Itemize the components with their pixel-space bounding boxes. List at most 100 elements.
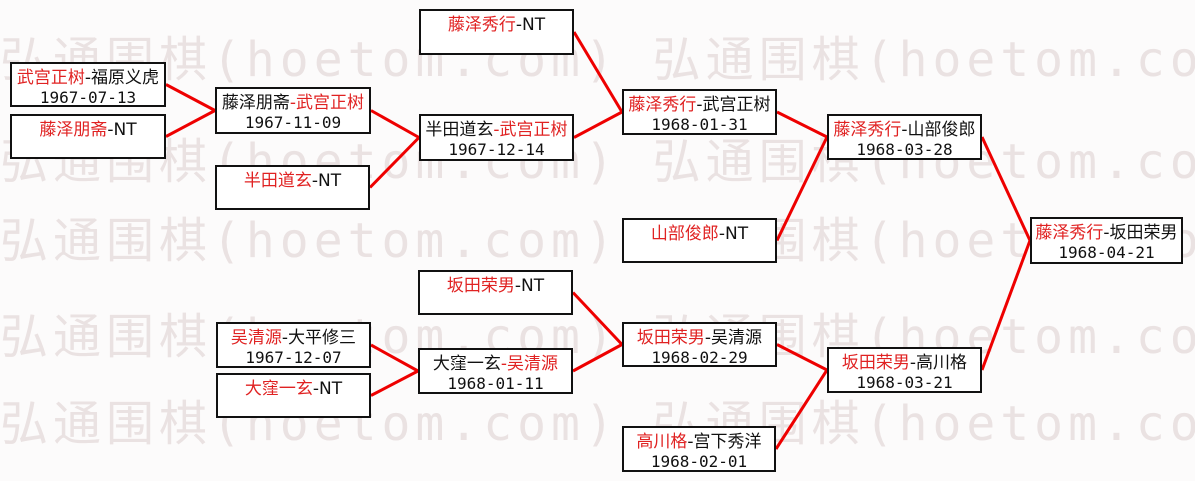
match-players: 藤泽朋斋-武宫正树	[217, 93, 369, 113]
watermark-text: 弘通围棋(hoetom.com) 弘通围棋(hoetom.com)	[0, 134, 1195, 190]
connector-line	[776, 110, 828, 139]
player-name: -福原义虎	[84, 68, 160, 88]
winner-name: -武宫正树	[289, 93, 365, 113]
watermark-text: 弘通围棋(hoetom.com) 弘通围棋(hoetom.com)	[0, 396, 1195, 452]
winner-name: 藤泽秀行	[628, 95, 697, 115]
match-date: 1967-12-07	[245, 348, 342, 367]
match-players: 山部俊郎-NT	[624, 224, 775, 244]
connector-line	[165, 83, 216, 112]
player-name: -武宫正树	[696, 95, 771, 115]
match-date: 1968-03-21	[856, 373, 953, 392]
match-players: 坂田荣男-吴清源	[624, 328, 775, 348]
match-players: 坂田荣男-NT	[420, 276, 571, 296]
match-players: 吴清源-大平修三	[218, 328, 369, 348]
match-box: 坂田荣男-NT	[418, 270, 573, 315]
connector-line	[573, 110, 623, 139]
connector-line	[368, 136, 421, 189]
winner-name: -吴清源	[500, 354, 559, 374]
connector-line	[370, 369, 419, 397]
winner-name: 坂田荣男	[636, 328, 705, 348]
match-players: 半田道玄-NT	[217, 171, 368, 191]
connector-line	[370, 343, 419, 373]
match-box: 山部俊郎-NT	[622, 218, 777, 263]
player-name: -山部俊郎	[901, 120, 976, 140]
match-date: 1968-03-28	[856, 140, 953, 159]
match-box: 半田道玄-NT	[215, 165, 370, 210]
player-name: -宫下秀洋	[687, 432, 762, 452]
match-players: 藤泽朋斋-NT	[12, 120, 164, 140]
player-name: 藤泽朋斋	[221, 93, 290, 113]
player-name: -坂田荣男	[1103, 223, 1178, 243]
match-date: 1967-11-09	[244, 113, 342, 132]
match-players: 坂田荣男-高川格	[829, 353, 980, 373]
match-date: 1968-01-31	[651, 115, 748, 134]
player-name: 半田道玄	[425, 120, 494, 140]
match-players: 大窪一玄-吴清源	[420, 354, 571, 374]
winner-name: 坂田荣男	[446, 276, 515, 296]
watermark-text: 弘通围棋(hoetom.com) 弘通围棋(hoetom.com)	[0, 32, 1195, 88]
match-date: 1967-12-14	[448, 140, 545, 159]
winner-name: 吴清源	[230, 328, 282, 348]
winner-name: 半田道玄	[243, 171, 312, 191]
connector-line	[980, 136, 1032, 242]
player-name: -吴清源	[704, 328, 763, 348]
connector-line	[774, 369, 829, 450]
match-players: 藤泽秀行-武宫正树	[624, 95, 775, 115]
match-date: 1967-07-13	[39, 88, 137, 107]
match-players: 半田道玄-武宫正树	[421, 120, 572, 140]
connector-line	[980, 239, 1032, 371]
connector-line	[775, 136, 829, 242]
winner-name: 山部俊郎	[650, 224, 719, 244]
winner-name: 藤泽秀行	[447, 15, 516, 35]
player-name: 大窪一玄	[432, 354, 501, 374]
match-players: 武宫正树-福原义虎	[12, 68, 164, 88]
match-date: 1968-01-11	[447, 374, 544, 393]
player-name: -高川格	[909, 353, 968, 373]
player-name: -NT	[312, 379, 343, 399]
match-players: 藤泽秀行-坂田荣男	[1032, 223, 1181, 243]
match-players: 藤泽秀行-山部俊郎	[829, 120, 980, 140]
winner-name: 坂田荣男	[841, 353, 910, 373]
match-players: 藤泽秀行-NT	[421, 15, 572, 35]
match-date: 1968-02-29	[651, 348, 748, 367]
connector-line	[165, 109, 216, 138]
match-box: 藤泽秀行-NT	[419, 9, 574, 55]
connector-line	[571, 291, 624, 346]
match-players: 高川格-宫下秀洋	[624, 432, 774, 452]
connector-line	[572, 343, 623, 373]
connector-line	[776, 343, 828, 372]
connector-line	[572, 31, 624, 113]
winner-name: 高川格	[636, 432, 688, 452]
winner-name: 藤泽秀行	[1035, 223, 1104, 243]
match-players: 大窪一玄-NT	[218, 379, 369, 399]
match-box: 大窪一玄-NT	[216, 373, 371, 418]
match-date: 1968-04-21	[1058, 243, 1155, 262]
winner-name: 藤泽朋斋	[39, 120, 108, 140]
winner-name: -武宫正树	[493, 120, 568, 140]
player-name: -NT	[514, 276, 545, 296]
connector-line	[370, 109, 420, 139]
player-name: -大平修三	[281, 328, 357, 348]
match-date: 1968-02-01	[650, 452, 748, 471]
player-name: -NT	[718, 224, 749, 244]
winner-name: 大窪一玄	[244, 379, 313, 399]
winner-name: 武宫正树	[16, 68, 85, 88]
player-name: -NT	[107, 120, 137, 140]
player-name: -NT	[515, 15, 546, 35]
match-box: 藤泽朋斋-NT	[10, 114, 166, 159]
player-name: -NT	[311, 171, 342, 191]
